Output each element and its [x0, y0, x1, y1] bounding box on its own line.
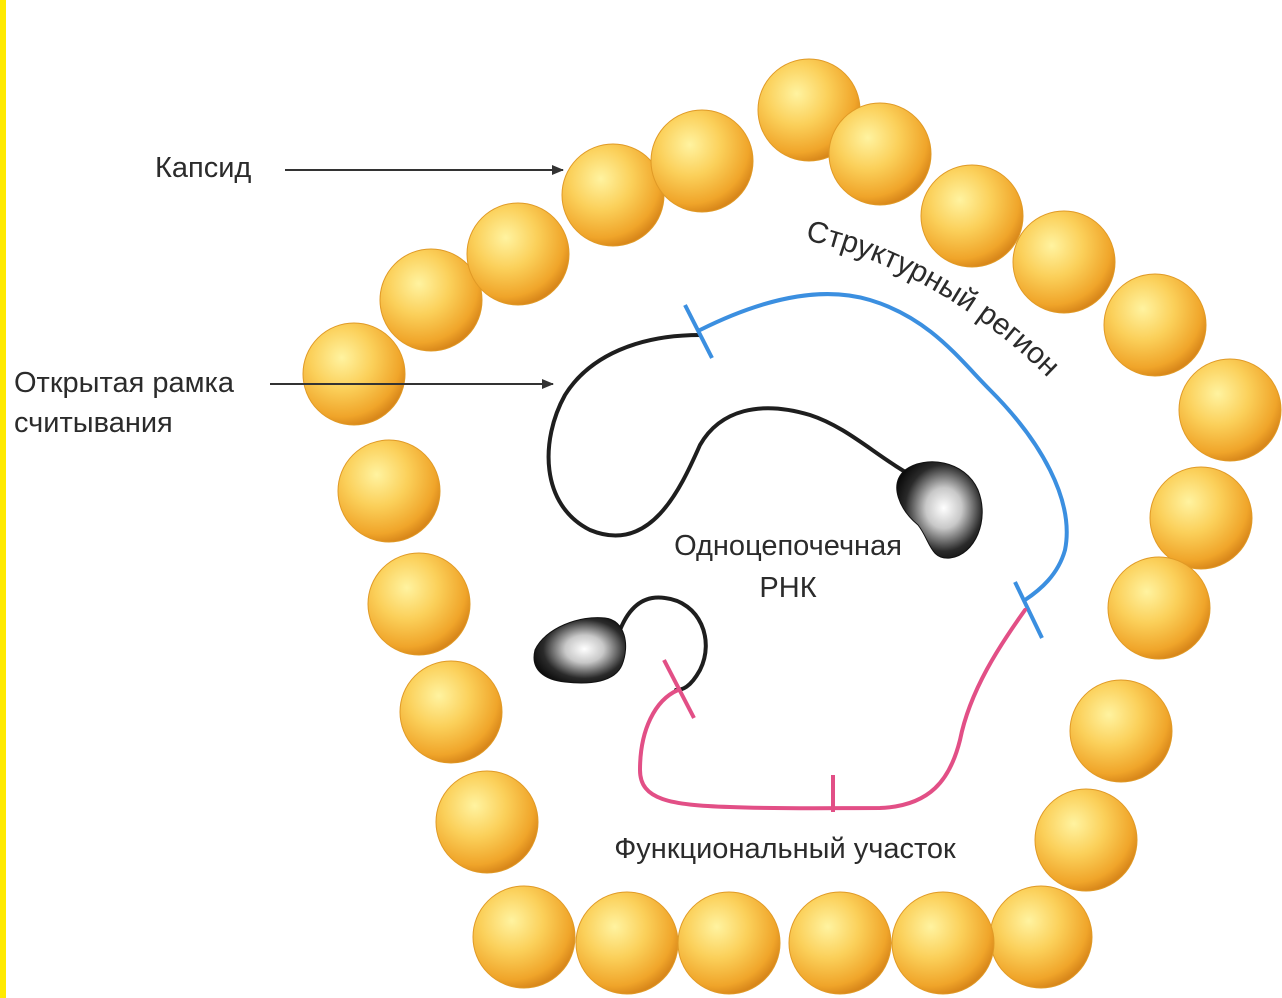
capsid-bead [467, 203, 569, 305]
capsid-bead [789, 892, 891, 994]
functional-site-label: Функциональный участок [614, 833, 956, 865]
orf-label-line1: Открытая рамка [14, 367, 235, 399]
capsid-bead [368, 553, 470, 655]
capsid-bead [1150, 467, 1252, 569]
capsid-bead [473, 886, 575, 988]
capsid-bead [1108, 557, 1210, 659]
functional-site-start-tick [664, 660, 694, 718]
capsid-bead [1013, 211, 1115, 313]
orf-label-line2: считывания [14, 407, 173, 439]
capsid-bead [1104, 274, 1206, 376]
ssrna-label-line1: Одноцепочечная [674, 530, 902, 562]
capsid-bead [380, 249, 482, 351]
rna-end-cap-upper [897, 462, 982, 558]
capsid-bead [1035, 789, 1137, 891]
ssrna-label-line2: РНК [759, 572, 816, 604]
capsid-bead [678, 892, 780, 994]
capsid-bead [651, 110, 753, 212]
capsid-bead [400, 661, 502, 763]
rna-strand-lower [620, 597, 706, 690]
rna-strand-upper [549, 335, 920, 536]
capsid-bead [303, 323, 405, 425]
capsid-bead [338, 440, 440, 542]
capsid-bead [892, 892, 994, 994]
capsid-bead [576, 892, 678, 994]
structural-region-start-tick [685, 305, 712, 358]
left-accent-bar [0, 0, 6, 998]
capsid-label: Капсид [155, 152, 251, 184]
capsid-bead [921, 165, 1023, 267]
capsid-bead [562, 144, 664, 246]
capsid-bead [1179, 359, 1281, 461]
capsid-bead [1070, 680, 1172, 782]
rna-end-cap-lower [534, 618, 626, 683]
capsid-bead [990, 886, 1092, 988]
capsid-bead [829, 103, 931, 205]
capsid-bead [436, 771, 538, 873]
